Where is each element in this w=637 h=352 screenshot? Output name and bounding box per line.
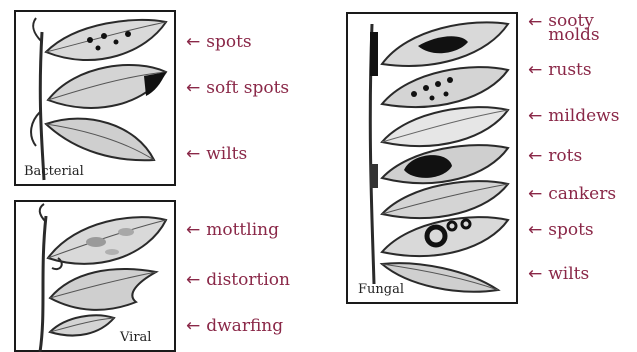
callout-fungal-sooty-molds: ← sooty molds — [528, 14, 626, 43]
callout-viral-mottling: ←mottling — [186, 222, 279, 239]
arrow-left-icon: ← — [186, 32, 200, 52]
bacterial-leaves-illustration — [16, 12, 174, 184]
bacterial-label: Bacterial — [24, 164, 84, 179]
fungal-label: Fungal — [358, 282, 404, 297]
callout-bacterial-soft-spots: ←soft spots — [186, 80, 289, 97]
callout-viral-dwarfing: ←dwarfing — [186, 318, 283, 335]
callout-bacterial-spots: ←spots — [186, 34, 252, 51]
bacterial-panel: Bacterial — [14, 10, 176, 186]
arrow-left-icon: ← — [186, 78, 200, 98]
arrow-left-icon: ← — [186, 270, 200, 290]
callout-fungal-wilts: ←wilts — [528, 266, 589, 283]
callout-fungal-mildews: ←mildews — [528, 108, 619, 125]
arrow-left-icon: ← — [528, 12, 542, 32]
arrow-left-icon: ← — [528, 264, 542, 284]
callout-fungal-rusts: ←rusts — [528, 62, 592, 79]
sooty-molds-text: sooty molds — [548, 14, 626, 43]
arrow-left-icon: ← — [528, 60, 542, 80]
arrow-left-icon: ← — [528, 106, 542, 126]
arrow-left-icon: ← — [528, 220, 542, 240]
arrow-left-icon: ← — [186, 220, 200, 240]
arrow-left-icon: ← — [528, 184, 542, 204]
viral-panel: Viral — [14, 200, 176, 352]
callout-fungal-cankers: ←cankers — [528, 186, 616, 203]
fungal-leaves-illustration — [348, 14, 516, 302]
arrow-left-icon: ← — [186, 144, 200, 164]
fungal-panel: Fungal — [346, 12, 518, 304]
callout-viral-distortion: ←distortion — [186, 272, 290, 289]
callout-bacterial-wilts: ←wilts — [186, 146, 247, 163]
arrow-left-icon: ← — [528, 146, 542, 166]
callout-fungal-spots: ←spots — [528, 222, 594, 239]
viral-label: Viral — [120, 330, 151, 345]
arrow-left-icon: ← — [186, 316, 200, 336]
callout-fungal-rots: ←rots — [528, 148, 582, 165]
